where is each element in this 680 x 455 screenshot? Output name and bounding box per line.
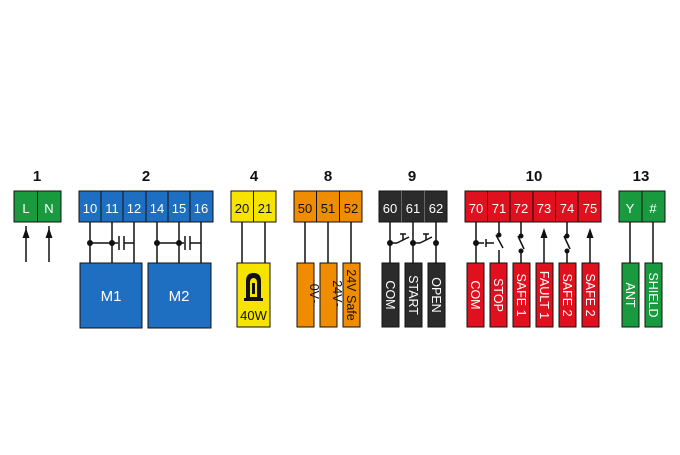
group-9-commands: 9 60 61 62 COM START OPEN bbox=[378, 168, 448, 328]
output-24v-box bbox=[319, 262, 338, 328]
fault-2-arrow-icon bbox=[586, 228, 594, 238]
output-safe-2b-label: SAFE 2 bbox=[583, 273, 597, 316]
output-com-red-box bbox=[466, 262, 485, 328]
output-start-label: START bbox=[406, 275, 420, 315]
group-13-antenna: 13 Y # ANT SHIELD bbox=[618, 168, 666, 328]
lamp-label: 40W bbox=[240, 308, 267, 323]
terminal-62: 62 bbox=[429, 201, 443, 216]
group-9-number: 9 bbox=[408, 168, 416, 185]
output-0v-box bbox=[296, 262, 315, 328]
output-safe-1-label: SAFE 1 bbox=[514, 273, 528, 316]
output-safe-2a-box bbox=[558, 262, 577, 328]
terminal-52: 52 bbox=[344, 201, 358, 216]
motor-2-label: M2 bbox=[169, 288, 190, 305]
group-1-number: 1 bbox=[33, 168, 41, 185]
terminal-73: 73 bbox=[537, 201, 551, 216]
terminal-12: 12 bbox=[127, 201, 141, 216]
terminal-50: 50 bbox=[298, 201, 312, 216]
terminal-N: N bbox=[44, 201, 53, 216]
group-4-number: 4 bbox=[250, 168, 259, 185]
terminal-10: 10 bbox=[83, 201, 97, 216]
group-1-power: 1 L N bbox=[13, 168, 62, 262]
group-4-lamp: 4 20 21 40W bbox=[230, 168, 277, 328]
terminal-16: 16 bbox=[194, 201, 208, 216]
group-10-number: 10 bbox=[526, 168, 543, 185]
live-arrow-icon bbox=[22, 228, 30, 238]
flashing-lamp-icon bbox=[244, 273, 263, 301]
terminal-L: L bbox=[22, 201, 29, 216]
output-safe-1-box bbox=[512, 262, 531, 328]
terminal-14: 14 bbox=[150, 201, 164, 216]
motor-2-box bbox=[147, 262, 212, 329]
group-2-number: 2 bbox=[142, 168, 150, 185]
terminal-75: 75 bbox=[583, 201, 597, 216]
neutral-arrow-icon bbox=[45, 228, 53, 238]
group-8-terminal-block bbox=[293, 190, 363, 223]
output-ant-box bbox=[621, 262, 640, 328]
group-2-motors: 2 10 11 12 14 15 16 bbox=[78, 168, 214, 329]
fault-1-arrow-icon bbox=[540, 228, 548, 238]
output-24v-label: 24V~ bbox=[330, 280, 344, 310]
output-24v-safe-label: 24V Safe bbox=[344, 269, 358, 320]
terminal-20: 20 bbox=[235, 201, 249, 216]
terminal-51: 51 bbox=[321, 201, 335, 216]
output-stop-box bbox=[489, 262, 508, 328]
motor-1-box bbox=[79, 262, 143, 329]
terminal-71: 71 bbox=[492, 201, 506, 216]
motor-1-label: M1 bbox=[101, 288, 122, 305]
terminal-60: 60 bbox=[383, 201, 397, 216]
group-8-number: 8 bbox=[324, 168, 332, 185]
group-10-safety: 10 70 71 72 73 74 75 bbox=[464, 168, 602, 328]
terminal-hash: # bbox=[649, 201, 657, 216]
output-fault-1-label: FAULT 1 bbox=[537, 271, 551, 319]
group-13-number: 13 bbox=[633, 168, 650, 185]
output-open-label: OPEN bbox=[429, 277, 443, 312]
output-0v-label: 0V~ bbox=[307, 284, 321, 307]
terminal-15: 15 bbox=[172, 201, 186, 216]
terminal-74: 74 bbox=[560, 201, 574, 216]
output-safe-2b-box bbox=[581, 262, 600, 328]
output-fault-1-box bbox=[535, 262, 554, 328]
terminal-72: 72 bbox=[514, 201, 528, 216]
output-com-label: COM bbox=[383, 280, 397, 309]
group-8-power-out: 8 50 51 52 0V~ 24V~ 24V Safe bbox=[293, 168, 363, 328]
output-com-red-label: COM bbox=[468, 280, 482, 309]
output-shield-label: SHIELD bbox=[646, 272, 660, 317]
output-com-box bbox=[381, 262, 400, 328]
output-safe-2a-label: SAFE 2 bbox=[560, 273, 574, 316]
output-start-box bbox=[404, 262, 423, 328]
terminal-21: 21 bbox=[258, 201, 272, 216]
terminal-11: 11 bbox=[105, 201, 119, 216]
terminal-61: 61 bbox=[406, 201, 420, 216]
group-9-terminal-block bbox=[378, 190, 448, 223]
terminal-70: 70 bbox=[469, 201, 483, 216]
output-shield-box bbox=[644, 262, 663, 328]
terminal-Y: Y bbox=[626, 201, 635, 216]
output-ant-label: ANT bbox=[623, 283, 637, 308]
output-open-box bbox=[427, 262, 446, 328]
output-stop-label: STOP bbox=[491, 278, 505, 312]
output-24v-safe-box bbox=[342, 262, 361, 328]
